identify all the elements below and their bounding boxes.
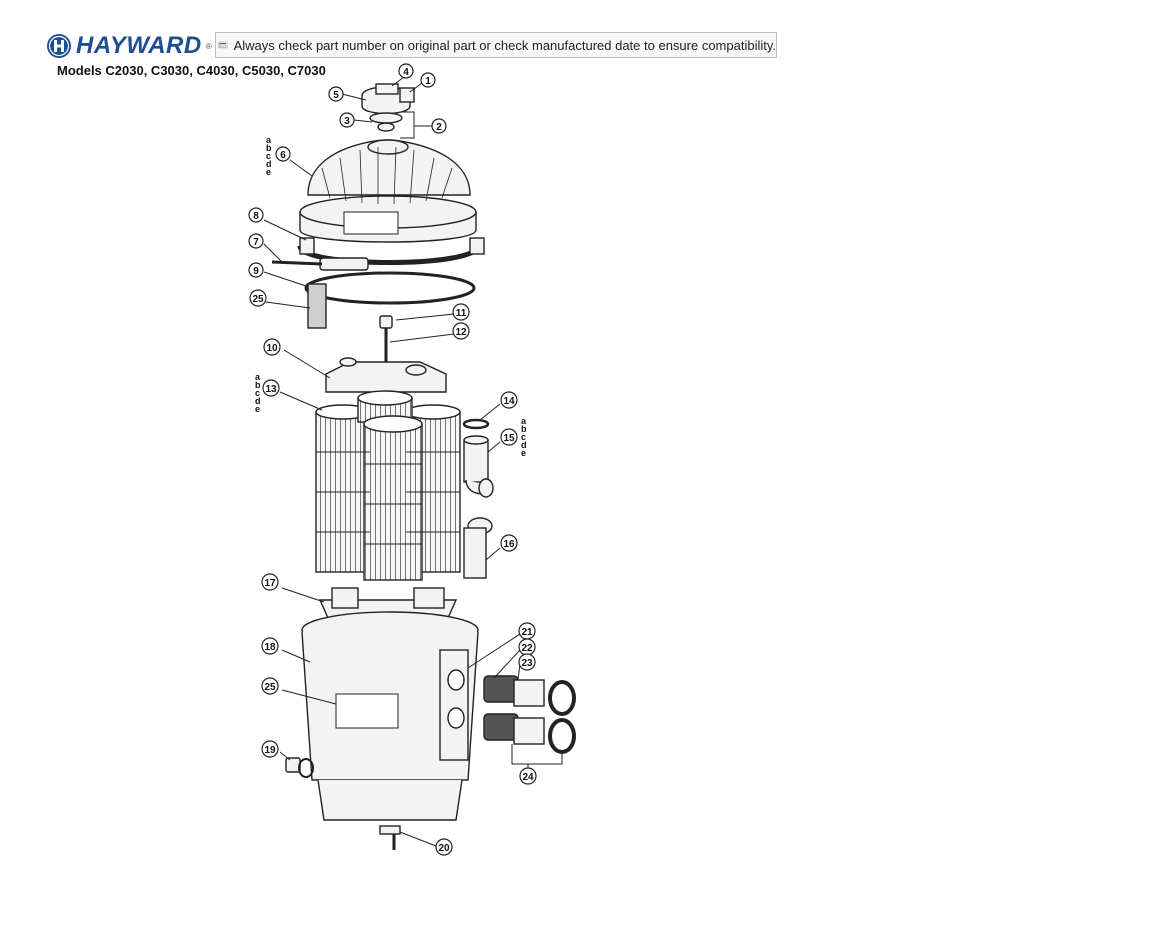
lid-o-ring-part [304,271,476,305]
hayward-h-logo-icon [47,34,71,58]
svg-text:14: 14 [503,396,515,407]
callout-13: 13 [262,379,280,397]
callout-21: 21 [518,622,536,640]
callout-3: 3 [339,112,355,128]
filter-cartridges-part [315,390,461,581]
svg-text:8: 8 [253,211,259,222]
svg-text:9: 9 [253,266,259,277]
variant-letters-cartridge: a b c d e [255,372,261,414]
callout-20: 20 [435,838,453,856]
svg-text:b: b [255,380,261,390]
svg-text:18: 18 [264,642,276,653]
svg-text:e: e [521,448,526,458]
models-list: Models C2030, C3030, C4030, C5030, C7030 [57,63,326,78]
air-relief-valve-part [361,83,415,132]
filter-lid-part [299,139,477,243]
union-fittings-part [483,675,576,754]
callout-25-bottom: 25 [261,677,279,695]
brand-name: HAYWARD [76,32,202,59]
svg-text:17: 17 [264,578,276,589]
svg-text:22: 22 [521,643,533,654]
svg-text:e: e [255,404,260,414]
hayward-logo: HAYWARD ® [46,32,212,60]
callout-25-top: 25 [249,289,267,307]
svg-text:b: b [266,143,272,153]
svg-text:c: c [521,432,526,442]
callout-1: 1 [420,72,436,88]
warning-label-part [307,283,327,329]
outlet-elbow-part [463,435,494,498]
clamp-band-part [271,237,485,271]
compatibility-notice: Always check part number on original par… [215,32,777,58]
callout-9: 9 [248,262,264,278]
callout-7: 7 [248,233,264,249]
variant-letters-lid: a b c d e [266,135,272,177]
calendar-notice-icon [218,41,228,49]
svg-text:19: 19 [264,745,276,756]
svg-text:2: 2 [436,122,442,133]
callout-2: 2 [431,118,447,134]
callout-12: 12 [452,322,470,340]
svg-text:7: 7 [253,237,259,248]
svg-text:3: 3 [344,116,350,127]
svg-text:20: 20 [438,843,450,854]
riser-pipe-part [463,517,493,579]
drain-plug-part [285,757,314,778]
svg-text:11: 11 [456,308,467,319]
callout-15: 15 [500,428,518,446]
svg-text:1: 1 [425,76,431,87]
callout-8: 8 [248,207,264,223]
svg-text:10: 10 [266,343,278,354]
svg-text:b: b [521,424,527,434]
air-relief-tube-part [379,315,393,362]
callout-22: 22 [518,638,536,656]
svg-text:25: 25 [252,294,264,305]
callout-18: 18 [261,637,279,655]
callouts: 1 4 5 3 2 6 8 7 9 25 11 12 10 13 14 15 1… [248,63,537,856]
elbow-o-ring-part [462,418,490,430]
callout-14: 14 [500,391,518,409]
svg-text:24: 24 [522,772,534,783]
svg-text:5: 5 [333,90,339,101]
svg-text:16: 16 [503,539,515,550]
svg-text:d: d [255,396,261,406]
svg-text:6: 6 [280,150,286,161]
svg-text:d: d [266,159,272,169]
filter-tank-part [301,611,479,821]
callout-24: 24 [519,767,537,785]
callout-16: 16 [500,534,518,552]
callout-11: 11 [452,303,470,321]
callout-10: 10 [263,338,281,356]
registered-mark: ® [205,41,212,51]
callout-17: 17 [261,573,279,591]
svg-text:a: a [266,135,272,145]
svg-text:d: d [521,440,527,450]
svg-text:25: 25 [264,682,276,693]
svg-text:15: 15 [503,433,515,444]
top-manifold-part [325,357,447,393]
callout-19: 19 [261,740,279,758]
svg-text:23: 23 [521,658,533,669]
svg-text:c: c [266,151,271,161]
svg-text:a: a [521,416,527,426]
svg-text:21: 21 [521,627,533,638]
svg-text:4: 4 [403,67,409,78]
svg-text:13: 13 [265,384,277,395]
variant-letters-elbow: a b c d e [521,416,527,458]
header: HAYWARD ® [46,31,212,61]
svg-text:c: c [255,388,260,398]
callout-23: 23 [518,653,536,671]
notice-text: Always check part number on original par… [233,37,776,53]
svg-text:a: a [255,372,261,382]
callout-5: 5 [328,86,344,102]
callout-4: 4 [398,63,414,79]
callout-6: 6 [275,146,291,162]
svg-text:12: 12 [455,327,467,338]
base-bolt-part [379,825,401,850]
svg-text:e: e [266,167,271,177]
